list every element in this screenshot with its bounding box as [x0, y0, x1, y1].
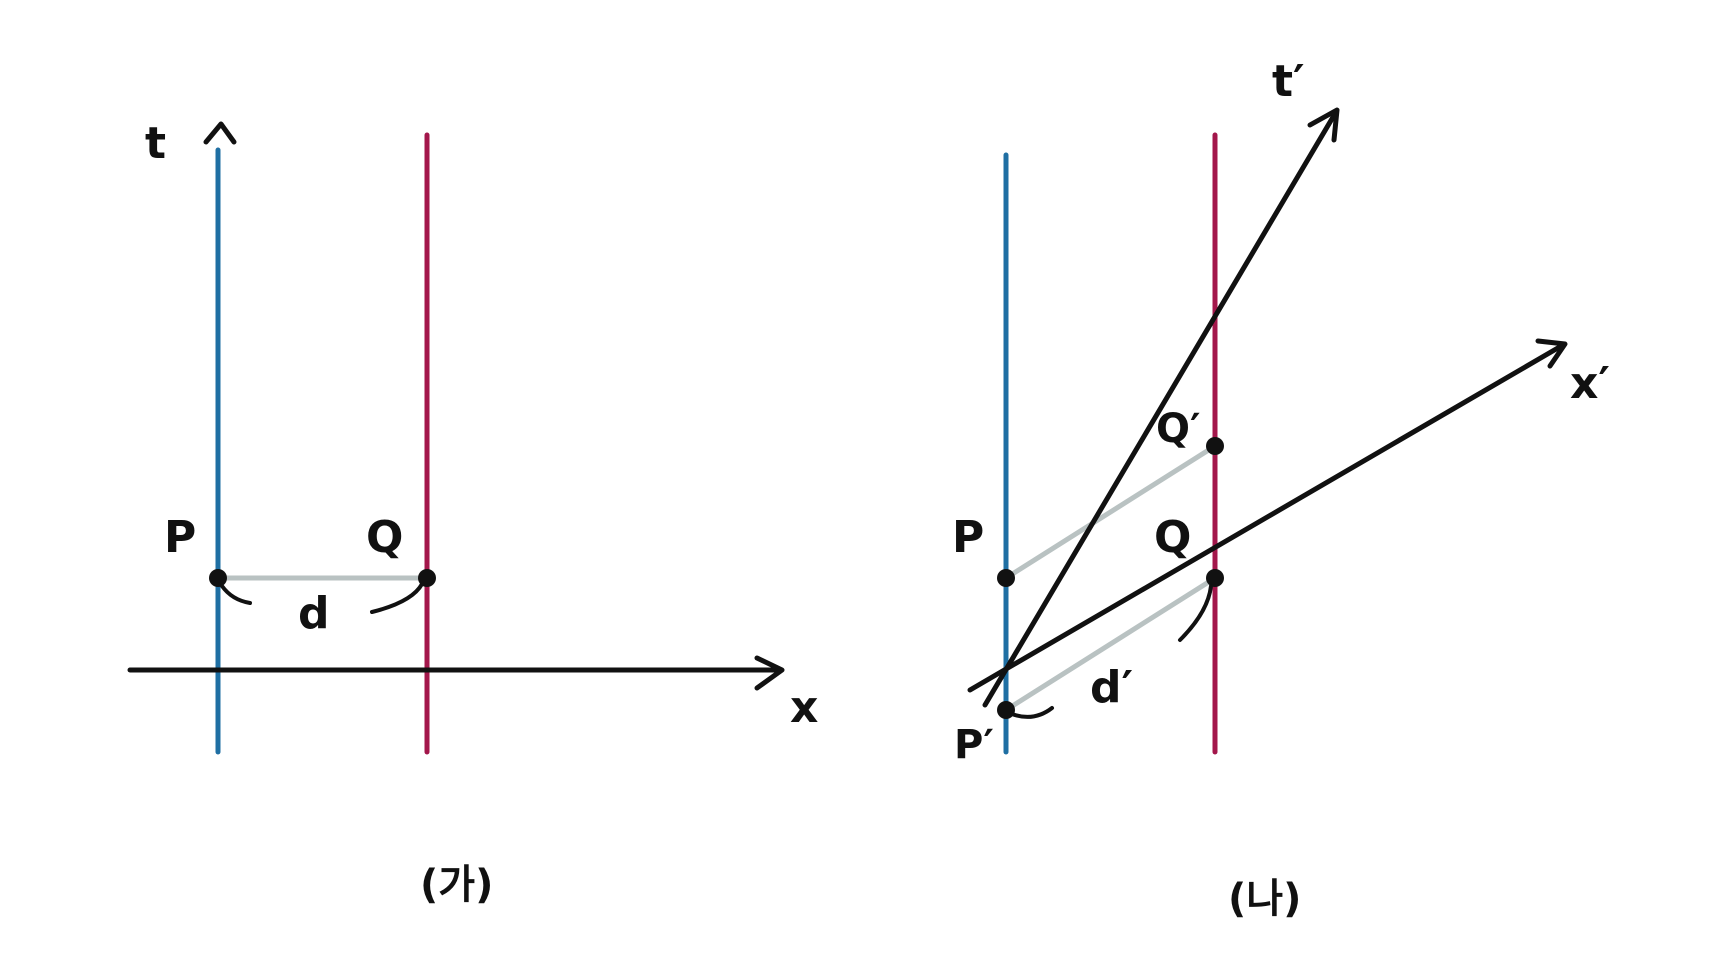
right-simultaneity-line-p-prime-q	[1003, 575, 1218, 713]
right-event-p	[997, 569, 1015, 587]
right-distance-brace-right	[1178, 584, 1213, 642]
right-t-prime-axis	[982, 109, 1339, 708]
right-x-prime-axis-label: x′	[1570, 358, 1610, 409]
left-label-d: d	[298, 588, 330, 639]
right-event-p-prime	[997, 701, 1015, 719]
right-diagram: t′ x′ P Q Q′ P′ d′ (나)	[952, 56, 1610, 922]
left-label-q: Q	[366, 512, 403, 563]
left-diagram: t x P Q d (가)	[127, 118, 818, 908]
right-simultaneity-line-pq-prime	[1003, 443, 1218, 581]
left-x-axis-arrowhead	[754, 655, 785, 691]
left-t-axis-label: t	[145, 118, 166, 169]
right-t-prime-axis-arrowhead	[1307, 107, 1340, 143]
left-x-axis-label: x	[790, 682, 818, 733]
left-label-p: P	[164, 512, 196, 563]
right-label-p: P	[952, 512, 984, 563]
right-event-q	[1206, 569, 1224, 587]
right-label-q: Q	[1154, 512, 1191, 563]
right-label-p-prime: P′	[954, 722, 994, 768]
left-t-axis-arrowhead	[203, 121, 237, 145]
right-x-prime-axis	[967, 342, 1566, 693]
right-label-d-prime: d′	[1090, 662, 1133, 713]
right-caption: (나)	[1228, 876, 1301, 922]
right-x-prime-axis-arrowhead	[1535, 338, 1568, 369]
right-distance-brace-left	[1010, 706, 1054, 719]
right-t-prime-axis-label: t′	[1272, 56, 1305, 107]
left-distance-brace-right	[370, 582, 424, 614]
right-event-q-prime	[1206, 437, 1224, 455]
right-label-q-prime: Q′	[1156, 406, 1201, 452]
left-distance-brace-left	[220, 584, 252, 605]
left-caption: (가)	[420, 862, 493, 908]
left-event-p	[209, 569, 227, 587]
